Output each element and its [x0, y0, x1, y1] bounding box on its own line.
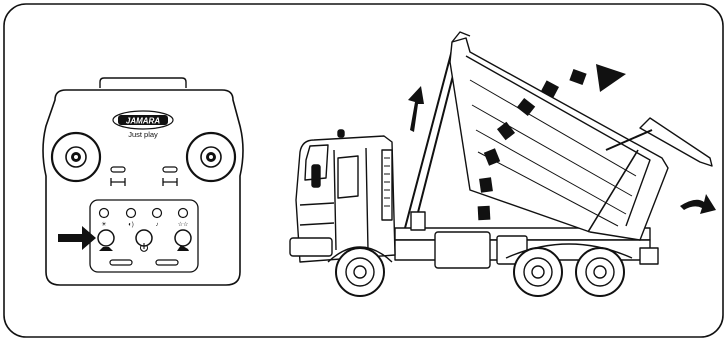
- rear-wheel-1: [514, 248, 562, 296]
- rear-wheel-2: [576, 248, 624, 296]
- bottom-left-slot: [110, 260, 132, 265]
- right-joystick[interactable]: [187, 133, 235, 181]
- sound-icon: ♪: [156, 222, 159, 228]
- light-icon: ☀: [101, 221, 106, 228]
- left-joystick[interactable]: [52, 133, 100, 181]
- horn-icon: ◐): [128, 222, 134, 228]
- demo-icon: ☆☆: [178, 221, 189, 228]
- brand-tagline: Just play: [128, 130, 158, 139]
- remote-control: JAMARA Just play: [43, 78, 243, 285]
- front-wheel: [336, 248, 384, 296]
- bottom-right-slot: [156, 260, 178, 265]
- brand-name: JAMARA: [126, 117, 160, 126]
